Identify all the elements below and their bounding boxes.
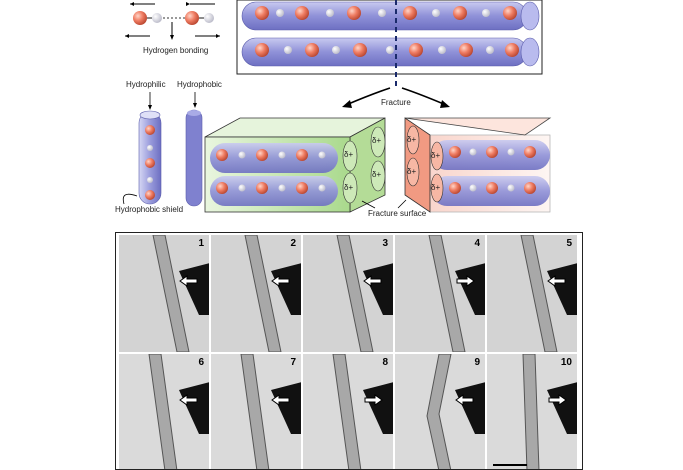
arrow-left-icon — [271, 275, 290, 287]
schematic-diagram — [122, 0, 552, 213]
arrow-left-icon — [271, 394, 290, 406]
micrograph-frame: 10 — [487, 354, 577, 469]
frame-number: 4 — [474, 238, 480, 249]
micrograph-frame: 9 — [395, 354, 485, 469]
right-fracture-block — [404, 117, 552, 213]
frame-number: 5 — [566, 238, 572, 249]
delta-plus-label: δ+ — [407, 167, 417, 176]
frame-number: 1 — [198, 238, 204, 249]
arrow-right-icon — [456, 275, 475, 287]
hydrophilic-label: Hydrophilic — [126, 80, 166, 89]
hydrophilic-tube — [138, 110, 162, 205]
arrow-right-icon — [548, 394, 567, 406]
arrow-left-icon — [363, 275, 382, 287]
arrow-left-icon — [547, 275, 566, 287]
hydrogen-bonding-icon — [125, 2, 220, 40]
arrow-left-icon — [455, 394, 474, 406]
tube-strip — [240, 354, 270, 469]
probe-tip — [455, 263, 485, 315]
left-fracture-block — [204, 117, 386, 213]
frame-number: 10 — [560, 357, 572, 368]
fracture-label: Fracture — [381, 98, 411, 107]
tube-strip — [522, 354, 540, 469]
delta-plus-label: δ+ — [431, 151, 441, 160]
frame-number: 2 — [290, 238, 296, 249]
micrograph-frame: 1 — [119, 235, 209, 352]
micrograph-frame: 2 — [211, 235, 301, 352]
frame-number: 8 — [382, 357, 388, 368]
probe-tip — [547, 382, 577, 434]
micrograph-frame: 7 — [211, 354, 301, 469]
delta-plus-label: δ+ — [372, 136, 382, 145]
tube-strip — [336, 235, 374, 352]
tube-strip — [332, 354, 362, 469]
delta-plus-label: δ+ — [431, 183, 441, 192]
arrow-right-icon — [364, 394, 383, 406]
hydrophobic-label: Hydrophobic — [177, 80, 222, 89]
delta-plus-label: δ+ — [344, 183, 354, 192]
micrograph-frame: 6 — [119, 354, 209, 469]
delta-plus-label: δ+ — [372, 170, 382, 179]
arrow-left-icon — [179, 394, 198, 406]
tube-strip — [426, 354, 452, 469]
tube-strip — [428, 235, 466, 352]
tube-strip — [152, 235, 190, 352]
nanotube-bundle-box — [236, 0, 543, 86]
fracture-surface-label: Fracture surface — [368, 209, 427, 218]
hydrophobic-shield-label: Hydrophobic shield — [115, 205, 184, 214]
frame-number: 3 — [382, 238, 388, 249]
micrograph-frame: 3 — [303, 235, 393, 352]
frame-number: 9 — [474, 357, 480, 368]
delta-plus-label: δ+ — [407, 135, 417, 144]
micrograph-frame: 5 — [487, 235, 577, 352]
frame-number: 7 — [290, 357, 296, 368]
delta-plus-label: δ+ — [344, 150, 354, 159]
micrograph-frame: 4 — [395, 235, 485, 352]
hydrogen-bonding-label: Hydrogen bonding — [143, 46, 209, 55]
tube-strip — [244, 235, 282, 352]
micrograph-frame: 8 — [303, 354, 393, 469]
frame-number: 6 — [198, 357, 204, 368]
tube-strip — [148, 354, 178, 469]
tube-strip — [520, 235, 558, 352]
micrograph-sequence: 1 2 3 4 5 6 7 8 9 10 — [115, 232, 583, 470]
scale-bar — [493, 464, 527, 466]
probe-tip — [363, 382, 393, 434]
arrow-left-icon — [179, 275, 198, 287]
hydrophobic-tube — [185, 109, 203, 207]
